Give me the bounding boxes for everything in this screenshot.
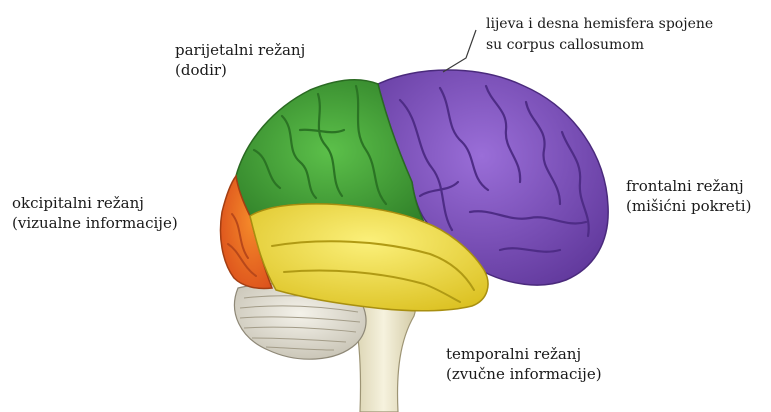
occipital-lobe-label: okcipitalni režanj (vizualne informacije… bbox=[12, 193, 178, 233]
corpus-callosum-line2: su corpus callosumom bbox=[486, 35, 713, 56]
frontal-lobe-name: frontalni režanj bbox=[626, 176, 751, 196]
corpus-callosum-line1: lijeva i desna hemisfera spojene bbox=[486, 14, 713, 35]
frontal-lobe-label: frontalni režanj (mišićni pokreti) bbox=[626, 176, 751, 216]
temporal-lobe-function: (zvučne informacije) bbox=[446, 364, 602, 384]
parietal-lobe-name: parijetalni režanj bbox=[175, 40, 305, 60]
corpus-callosum-label: lijeva i desna hemisfera spojene su corp… bbox=[486, 14, 713, 56]
temporal-lobe-label: temporalni režanj (zvučne informacije) bbox=[446, 344, 602, 384]
callosum-pointer bbox=[443, 30, 476, 72]
parietal-lobe-function: (dodir) bbox=[175, 60, 305, 80]
parietal-lobe-label: parijetalni režanj (dodir) bbox=[175, 40, 305, 80]
occipital-lobe-name: okcipitalni režanj bbox=[12, 193, 178, 213]
occipital-lobe-function: (vizualne informacije) bbox=[12, 213, 178, 233]
frontal-lobe-function: (mišićni pokreti) bbox=[626, 196, 751, 216]
temporal-lobe-name: temporalni režanj bbox=[446, 344, 602, 364]
